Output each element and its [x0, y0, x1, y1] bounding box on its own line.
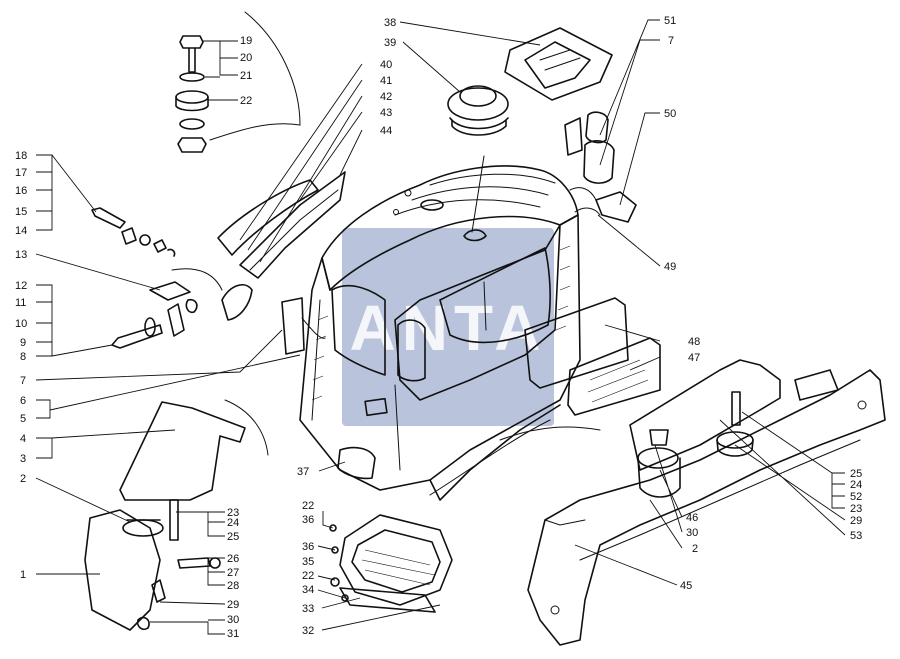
callout-5: 5 [20, 413, 26, 425]
callout-22: 22 [240, 95, 252, 107]
callout-28: 28 [227, 580, 239, 592]
callout-25-right: 25 [850, 468, 862, 480]
callout-15: 15 [15, 206, 27, 218]
callout-51: 51 [664, 15, 676, 27]
callout-29: 29 [227, 599, 239, 611]
callout-45: 45 [680, 580, 692, 592]
callout-20: 20 [240, 52, 252, 64]
callout-24-right: 24 [850, 479, 862, 491]
callout-46: 46 [686, 512, 698, 524]
callout-38: 38 [384, 17, 396, 29]
callout-25: 25 [227, 531, 239, 543]
callout-49: 49 [664, 261, 676, 273]
callout-19: 19 [240, 35, 252, 47]
callout-50: 50 [664, 108, 676, 120]
step-frame [339, 514, 453, 606]
callout-40: 40 [380, 59, 392, 71]
callout-8: 8 [20, 351, 26, 363]
bracket-4 [119, 401, 246, 501]
callout-43: 43 [380, 107, 392, 119]
watermark-text: ANTA [350, 292, 547, 364]
callout-33: 33 [302, 603, 314, 615]
callout-13: 13 [15, 249, 27, 261]
callout-7: 7 [20, 375, 26, 387]
callout-9: 9 [20, 337, 26, 349]
windshield [439, 247, 551, 344]
left-fasteners [91, 207, 223, 349]
callout-53: 53 [850, 530, 862, 542]
mirror-small [221, 284, 253, 321]
callout-42: 42 [380, 91, 392, 103]
leader-lines [35, 19, 846, 635]
rubber-mount-2 [122, 519, 164, 537]
callout-34: 34 [302, 584, 314, 596]
antenna [471, 155, 485, 233]
callout-10: 10 [15, 318, 27, 330]
roof-vent-dome [420, 199, 444, 211]
callout-2: 2 [20, 473, 26, 485]
cab-body [299, 155, 581, 501]
callout-32: 32 [302, 625, 314, 637]
callout-24: 24 [227, 517, 239, 529]
callout-17: 17 [15, 167, 27, 179]
callout-2-right: 2 [692, 543, 698, 555]
callout-4: 4 [20, 433, 26, 445]
mount-46 [637, 447, 679, 469]
callout-31: 31 [227, 628, 239, 640]
step-plate-assembly [329, 514, 453, 613]
callout-11: 11 [15, 297, 26, 309]
step-37 [337, 446, 376, 480]
rear-frame [499, 359, 886, 646]
callout-52: 52 [850, 491, 862, 503]
roof-lamp-38 [504, 27, 613, 101]
callout-36-step: 36 [302, 514, 314, 526]
callout-48: 48 [688, 336, 700, 348]
callout-27: 27 [227, 567, 239, 579]
step-bracket-32 [339, 587, 436, 613]
callout-36-step-b: 36 [302, 541, 314, 553]
callout-41: 41 [380, 75, 392, 87]
callout-30-right: 30 [686, 527, 698, 539]
callout-39: 39 [384, 37, 396, 49]
door-handle [364, 397, 388, 417]
side-window [331, 284, 386, 376]
callout-1: 1 [20, 569, 26, 581]
callout-18: 18 [15, 150, 27, 162]
bracket-1 [84, 509, 161, 631]
callout-3: 3 [20, 453, 26, 465]
callout-26: 26 [227, 553, 239, 565]
callout-22-step-b: 22 [302, 570, 314, 582]
callout-22-step: 22 [302, 500, 314, 512]
callout-23-right: 23 [850, 503, 862, 515]
left-mount-brackets [84, 399, 269, 631]
callout-7-right: 7 [668, 35, 674, 47]
callout-37: 37 [297, 466, 309, 478]
callout-35: 35 [302, 556, 314, 568]
callout-16: 16 [15, 185, 27, 197]
right-mirrors [564, 111, 637, 223]
callout-29-right: 29 [850, 515, 862, 527]
callout-47: 47 [688, 352, 700, 364]
roof-hatch-39 [447, 87, 509, 121]
side-mirror-7 [281, 297, 305, 355]
callout-14: 14 [15, 225, 27, 237]
fastener-stack-top [175, 11, 301, 153]
callout-6: 6 [20, 395, 26, 407]
crossmember [629, 359, 781, 471]
door-panels [217, 171, 346, 355]
callout-labels: 19 20 21 22 18 17 16 15 14 13 12 11 10 9… [15, 15, 862, 640]
callout-44: 44 [380, 125, 392, 137]
callout-21: 21 [240, 70, 252, 82]
callout-23: 23 [227, 507, 239, 519]
roof-accessories [447, 27, 613, 136]
callout-30: 30 [227, 614, 239, 626]
callout-12: 12 [15, 280, 27, 292]
